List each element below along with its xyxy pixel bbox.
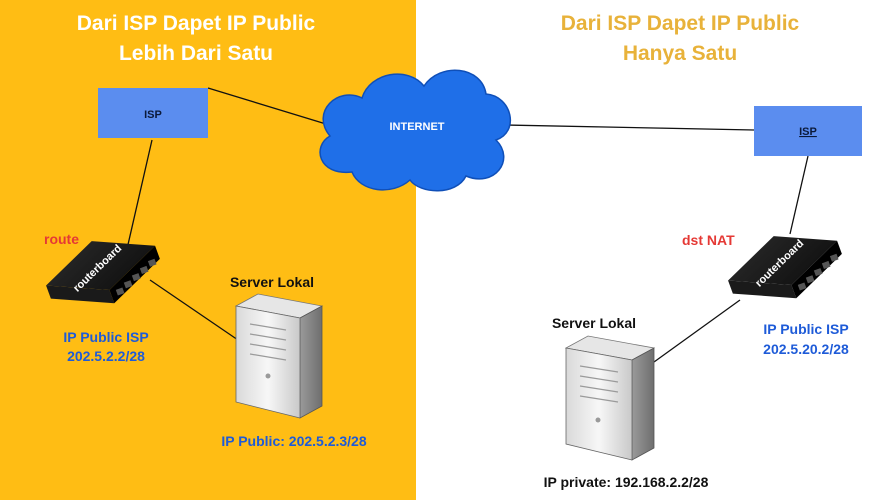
server-left-ip: IP Public: 202.5.2.3/28 (221, 433, 366, 449)
router-right-icon[interactable]: routerboard (719, 216, 851, 318)
link-internet-isp-right (505, 124, 755, 131)
router-right-tag: dst NAT (682, 232, 735, 248)
server-left-icon[interactable] (234, 293, 324, 419)
router-left-ip: 202.5.2.2/28 (67, 348, 145, 364)
router-left-ip-label: IP Public ISP (63, 329, 148, 345)
router-right-ports (797, 253, 839, 291)
router-left-ports (115, 258, 157, 296)
server-left-title: Server Lokal (230, 274, 314, 290)
isp-box-left[interactable]: ISP (98, 88, 208, 138)
left-panel-background (0, 0, 416, 500)
server-right-ip: IP private: 192.168.2.2/28 (544, 474, 709, 490)
right-title-line2: Hanya Satu (623, 42, 737, 65)
right-title-line1: Dari ISP Dapet IP Public (561, 12, 800, 35)
left-title-line1: Dari ISP Dapet IP Public (77, 12, 316, 35)
isp-right-label: ISP (799, 126, 817, 138)
link-router-server-right (653, 299, 741, 363)
link-isp-left-internet (207, 87, 327, 125)
link-isp-right-router (789, 155, 809, 235)
router-left-icon[interactable]: routerboard (37, 221, 169, 323)
left-title-line2: Lebih Dari Satu (119, 42, 273, 65)
link-router-server-left (149, 279, 239, 341)
link-isp-left-router (123, 139, 153, 263)
router-left-tag: route (44, 231, 79, 247)
isp-left-label: ISP (144, 109, 162, 121)
internet-cloud-icon: INTERNET (319, 69, 512, 192)
isp-box-right[interactable]: ISP (754, 106, 862, 156)
connection-lines (123, 87, 809, 363)
router-right-ip: 202.5.20.2/28 (763, 341, 849, 357)
router-right-ip-label: IP Public ISP (763, 321, 848, 337)
internet-label: INTERNET (390, 121, 445, 133)
server-right-title: Server Lokal (552, 315, 636, 331)
server-right-icon[interactable] (564, 335, 656, 461)
